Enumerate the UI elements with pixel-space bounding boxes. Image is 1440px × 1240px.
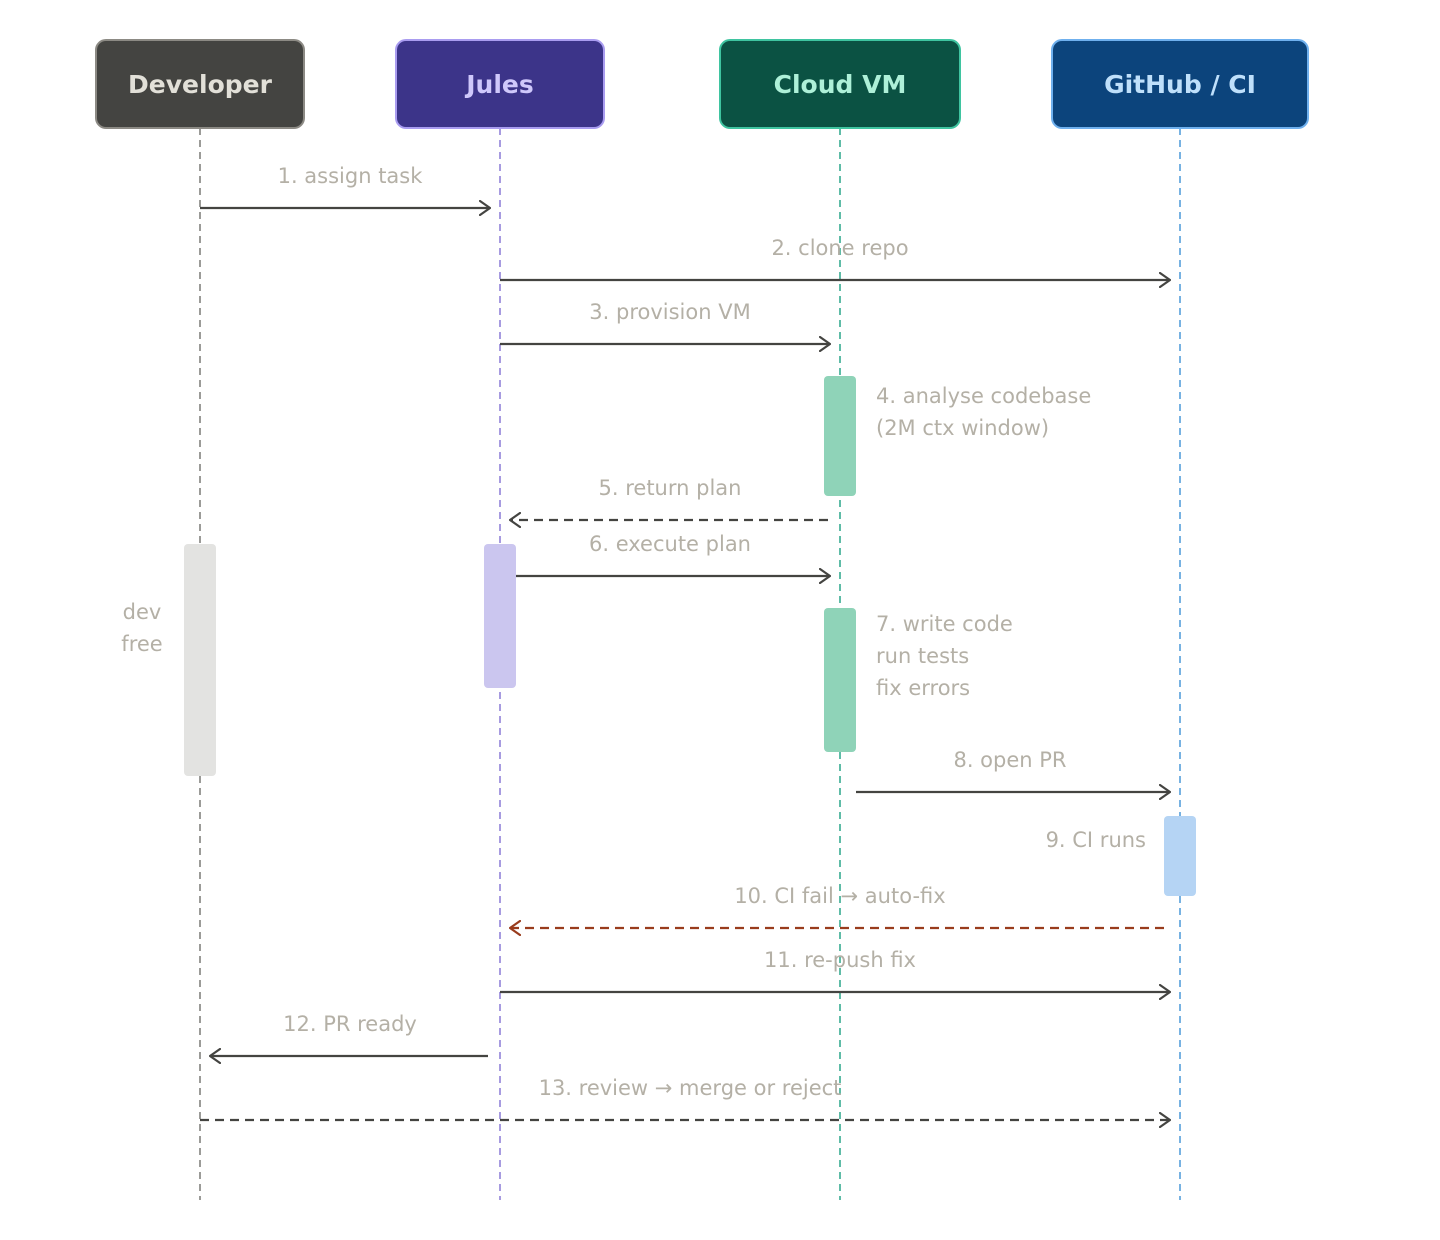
note-analyse-line-1: 4. analyse codebase (876, 384, 1091, 408)
note-write-line-3: fix errors (876, 676, 970, 700)
message-re-push-fix-label: 11. re-push fix (764, 948, 916, 972)
note-ci-runs: 9. CI runs (1046, 828, 1146, 852)
message-execute-plan-label: 6. execute plan (589, 532, 751, 556)
message-clone-repo: 2. clone repo (500, 236, 1170, 280)
message-ci-fail-label: 10. CI fail → auto-fix (734, 884, 945, 908)
activation-github-ci-runs (1164, 816, 1196, 896)
message-review: 13. review → merge or reject (200, 1076, 1170, 1120)
message-pr-ready: 12. PR ready (210, 1012, 488, 1056)
note-dev-free-line-2: free (121, 632, 162, 656)
message-re-push-fix: 11. re-push fix (500, 948, 1170, 992)
activation-cloud-vm-write (824, 608, 856, 752)
message-clone-repo-label: 2. clone repo (771, 236, 908, 260)
actor-developer: Developer (95, 39, 305, 129)
message-return-plan-label: 5. return plan (599, 476, 742, 500)
actor-developer-label: Developer (128, 70, 273, 99)
actor-github-ci-label: GitHub / CI (1104, 70, 1256, 99)
message-provision-vm: 3. provision VM (500, 300, 830, 344)
message-execute-plan: 6. execute plan (516, 532, 830, 576)
note-dev-free-line-1: dev (123, 600, 162, 624)
message-ci-fail: 10. CI fail → auto-fix (510, 884, 1164, 928)
message-review-label: 13. review → merge or reject (539, 1076, 842, 1100)
message-open-pr-label: 8. open PR (953, 748, 1066, 772)
note-analyse-line-2: (2M ctx window) (876, 416, 1049, 440)
activation-developer-free (184, 544, 216, 776)
actor-cloud-vm: Cloud VM (719, 39, 961, 129)
note-write-line-1: 7. write code (876, 612, 1013, 636)
message-provision-vm-label: 3. provision VM (589, 300, 750, 324)
message-assign-task: 1. assign task (200, 164, 490, 208)
note-write-line-2: run tests (876, 644, 969, 668)
actor-jules: Jules (395, 39, 605, 129)
message-open-pr: 8. open PR (856, 748, 1170, 792)
message-pr-ready-label: 12. PR ready (283, 1012, 417, 1036)
actor-github-ci: GitHub / CI (1051, 39, 1309, 129)
actor-jules-label: Jules (464, 70, 534, 99)
activation-jules (484, 544, 516, 688)
message-assign-task-label: 1. assign task (278, 164, 424, 188)
activation-cloud-vm-analyse (824, 376, 856, 496)
actor-cloud-vm-label: Cloud VM (774, 70, 907, 99)
message-return-plan: 5. return plan (510, 476, 828, 520)
